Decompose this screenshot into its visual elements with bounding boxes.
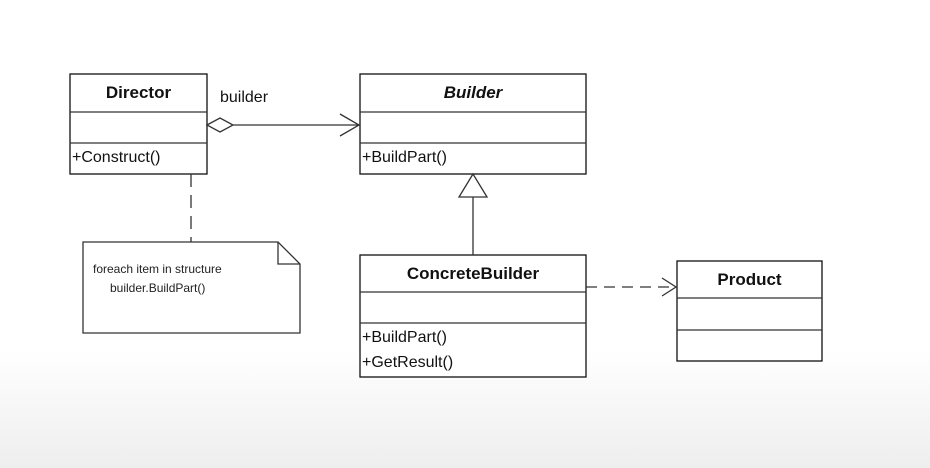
association-label-builder: builder — [220, 89, 269, 106]
note-text-line-1: foreach item in structure — [93, 262, 222, 276]
class-builder[interactable]: Builder +BuildPart() — [359, 73, 587, 175]
class-director-name: Director — [106, 83, 172, 102]
aggregation-diamond — [205, 117, 235, 133]
class-product-name: Product — [717, 270, 782, 289]
class-builder-name: Builder — [444, 83, 504, 102]
aggregation-open-arrowhead — [339, 113, 361, 137]
dependency-concrete-to-product — [586, 277, 678, 297]
class-director[interactable]: Director +Construct() — [69, 73, 208, 175]
note-folded-corner — [277, 242, 300, 265]
class-concrete-builder-operation-2: +GetResult() — [362, 354, 453, 371]
class-builder-box — [359, 73, 587, 175]
aggregation-director-builder: builder — [205, 89, 361, 137]
dependency-open-arrowhead — [661, 277, 678, 297]
note-text-line-2: builder.BuildPart() — [110, 281, 205, 295]
class-director-box — [69, 73, 208, 175]
class-builder-operation: +BuildPart() — [362, 149, 447, 166]
class-concrete-builder[interactable]: ConcreteBuilder +BuildPart() +GetResult(… — [359, 254, 587, 378]
class-concrete-builder-name: ConcreteBuilder — [407, 264, 540, 283]
class-concrete-builder-box — [359, 254, 587, 378]
generalization-triangle — [457, 172, 489, 198]
note-construct[interactable]: foreach item in structure builder.BuildP… — [82, 174, 301, 334]
class-concrete-builder-operation-1: +BuildPart() — [362, 329, 447, 346]
class-product[interactable]: Product — [676, 260, 823, 362]
class-product-box — [676, 260, 823, 362]
class-director-operation: +Construct() — [72, 149, 160, 166]
note-box — [82, 241, 301, 334]
generalization-concrete-to-builder — [457, 172, 489, 255]
